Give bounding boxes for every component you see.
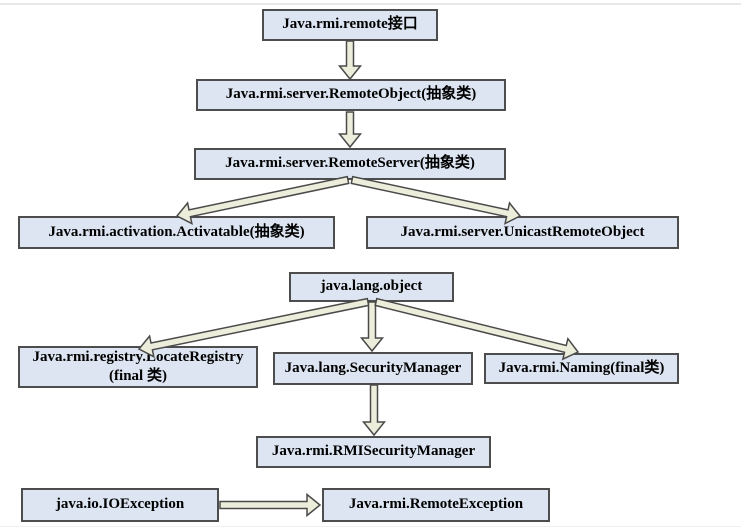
node-rmi-security-manager: Java.rmi.RMISecurityManager [256, 436, 491, 468]
node-remote-object: Java.rmi.server.RemoteObject(抽象类) [196, 79, 506, 111]
node-label: Java.rmi.Naming(final类) [498, 359, 665, 376]
arrow-security-manager-to-rmi-security-manager [361, 384, 387, 437]
node-lang-object: java.lang.object [289, 272, 454, 302]
arrow-remote-interface-to-remote-object [337, 40, 363, 81]
node-remote-exception: Java.rmi.RemoteException [322, 488, 550, 522]
node-label: java.io.IOException [55, 496, 185, 513]
node-label: Java.rmi.registry.LocateRegistry [32, 348, 244, 365]
node-label-line2: (final 类) [109, 368, 167, 384]
node-locate-registry: Java.rmi.registry.LocateRegistry (final … [18, 346, 258, 388]
arrow-remote-object-to-remote-server [337, 111, 363, 149]
node-label: Java.rmi.remote接口 [282, 16, 418, 33]
node-label: Java.rmi.RMISecurityManager [271, 443, 476, 460]
node-label: java.lang.object [320, 278, 423, 295]
node-unicast-remote-object: Java.rmi.server.UnicastRemoteObject [366, 216, 679, 249]
node-naming: Java.rmi.Naming(final类) [484, 353, 679, 384]
node-label: Java.lang.SecurityManager [284, 359, 462, 376]
bottom-divider [0, 526, 741, 527]
node-security-manager: Java.lang.SecurityManager [273, 352, 473, 385]
arrow-io-exception-to-remote-exception [219, 492, 322, 518]
node-label: Java.rmi.activation.Activatable(抽象类) [48, 223, 305, 240]
node-label: Java.rmi.server.UnicastRemoteObject [400, 223, 645, 240]
arrow-lang-object-to-security-manager [359, 301, 385, 353]
node-label: Java.rmi.server.RemoteObject(抽象类) [225, 86, 477, 103]
node-label: Java.rmi.RemoteException [348, 496, 524, 513]
node-activatable: Java.rmi.activation.Activatable(抽象类) [18, 216, 335, 249]
top-divider [0, 3, 741, 5]
node-remote-interface: Java.rmi.remote接口 [262, 9, 438, 41]
node-label: Java.rmi.server.RemoteServer(抽象类) [225, 155, 475, 172]
arrow-lang-object-to-naming [374, 297, 580, 361]
node-remote-server: Java.rmi.server.RemoteServer(抽象类) [194, 148, 506, 180]
node-io-exception: java.io.IOException [21, 488, 219, 522]
